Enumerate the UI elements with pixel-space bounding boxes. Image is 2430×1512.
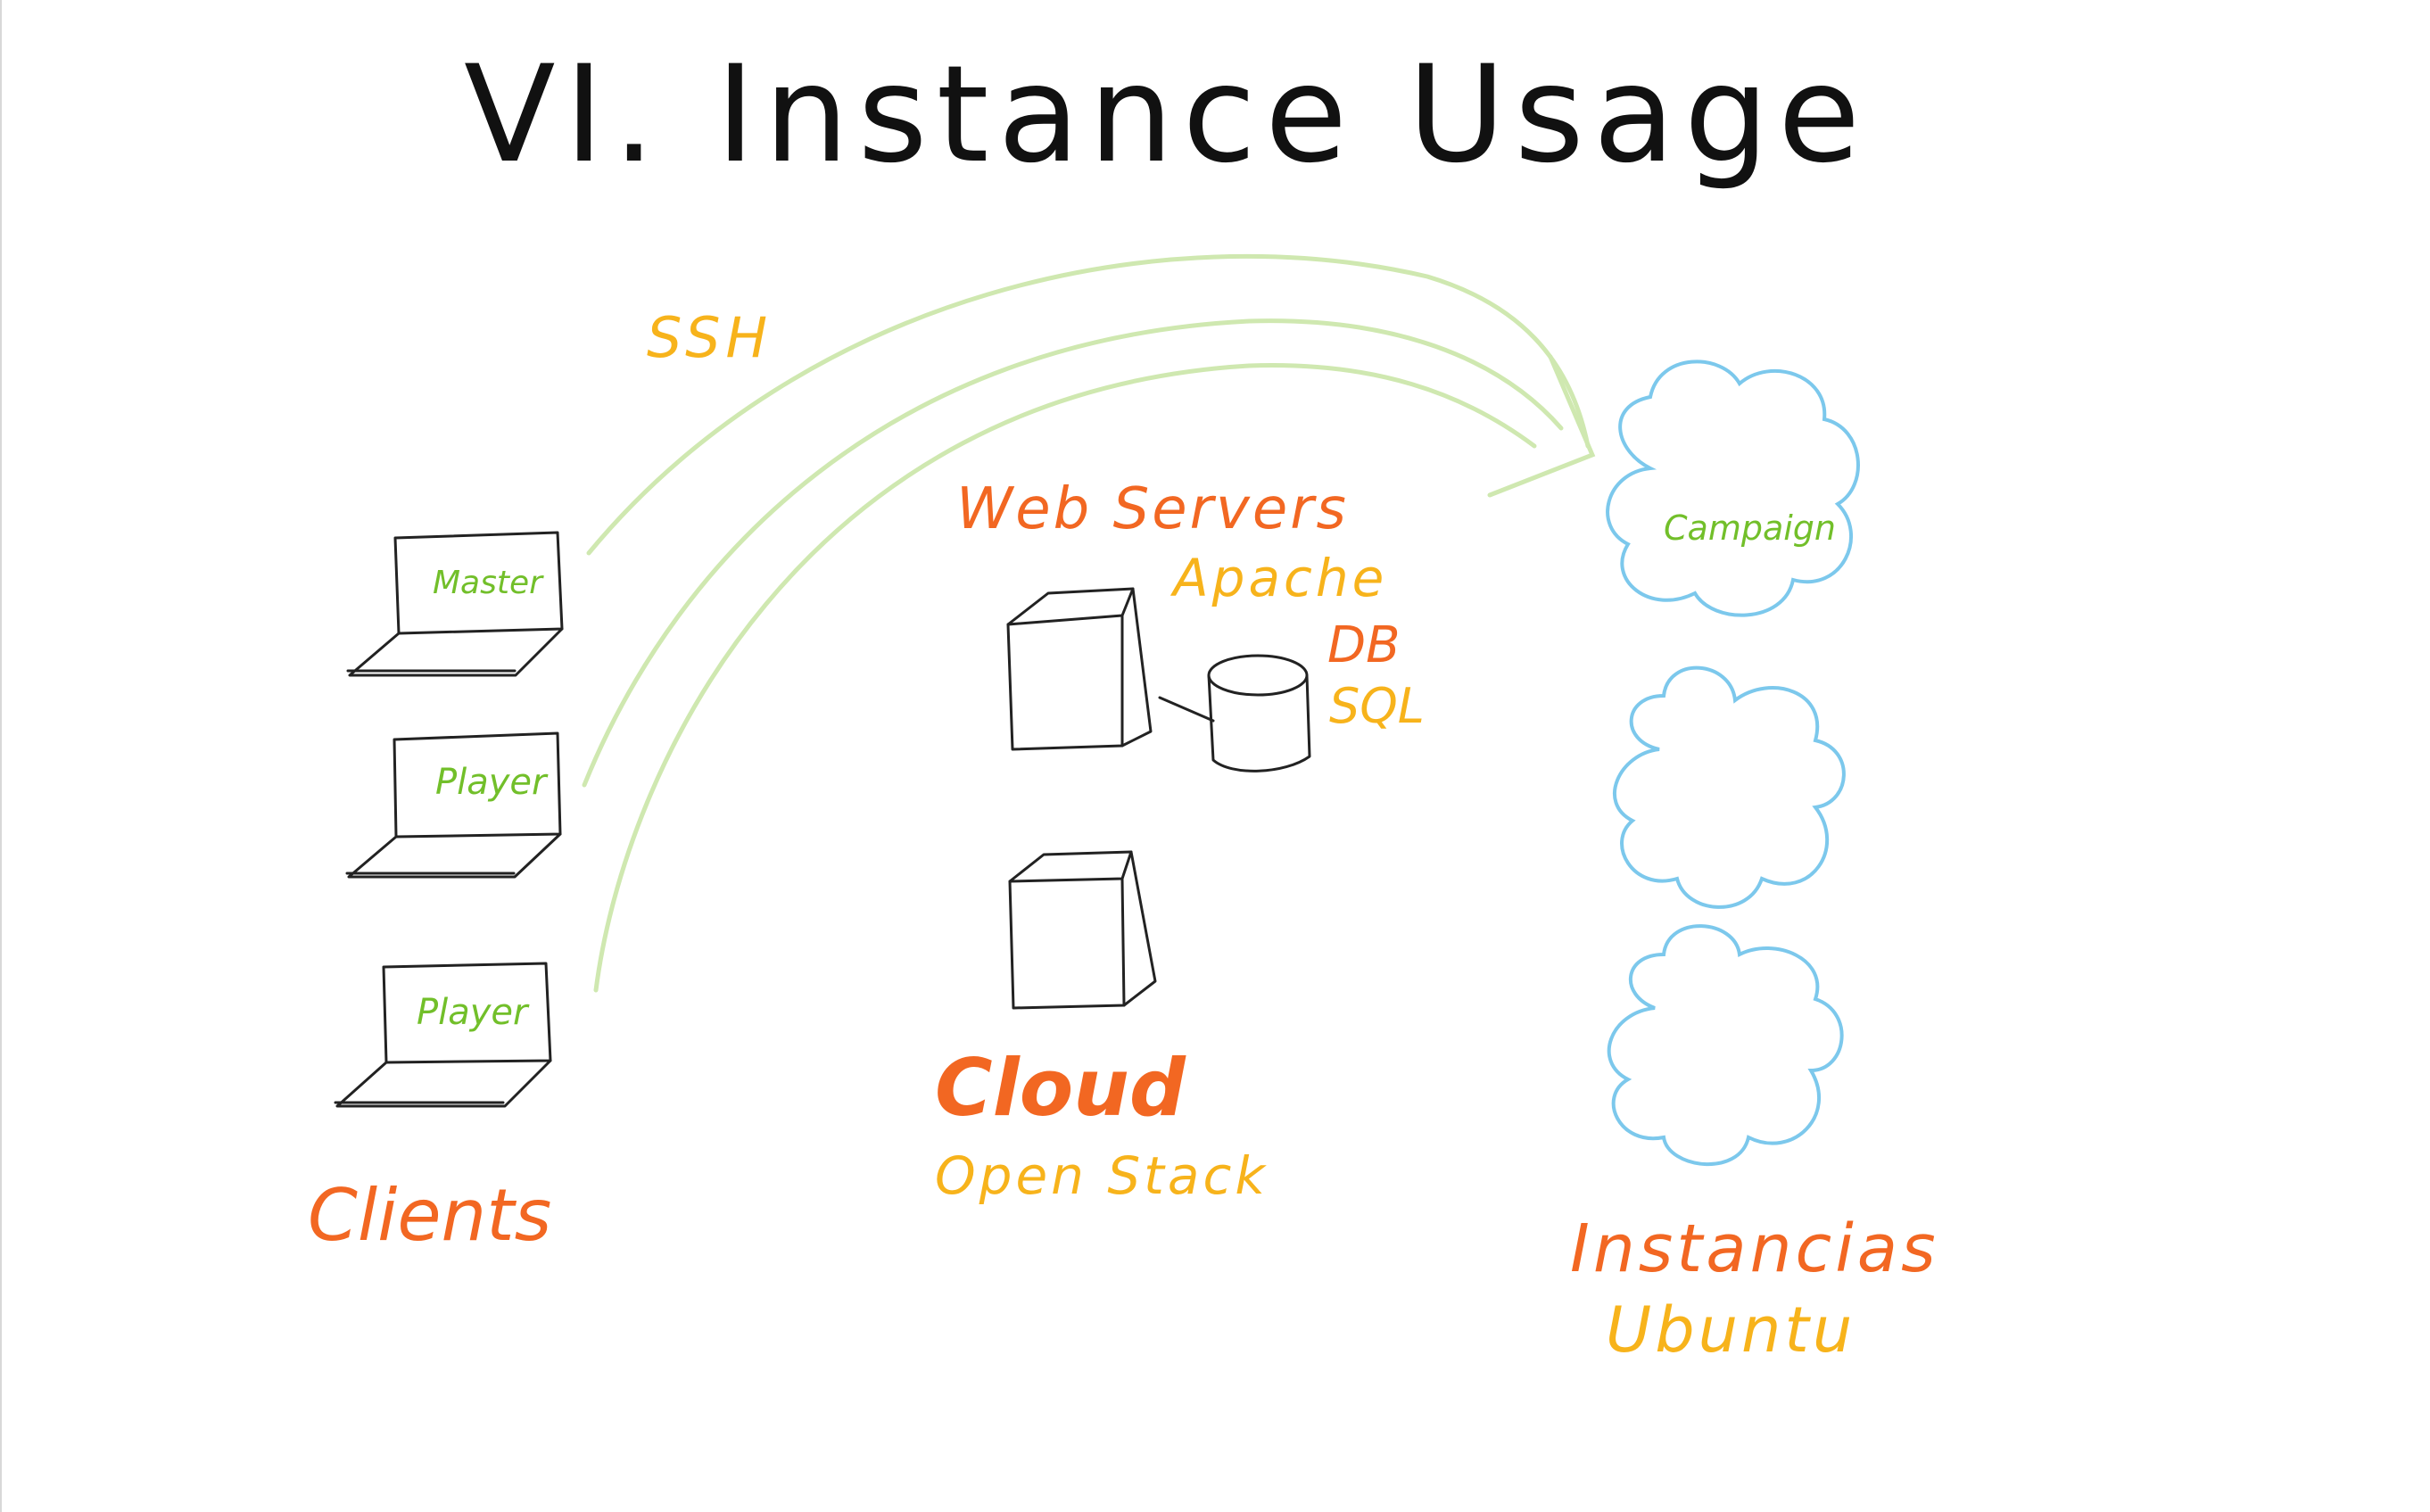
laptop-screen-label-player-1: Player [435, 762, 549, 803]
server-box-icon [1006, 587, 1153, 751]
server-db-link [1158, 696, 1215, 723]
cloud-icon [1613, 665, 1846, 909]
ssh-arc-player-1 [582, 318, 1564, 788]
openstack-label: Open Stack [935, 1145, 1269, 1206]
cloud-icon: Campaign [1606, 359, 1860, 617]
arrow-head [1487, 354, 1596, 498]
instancias-label: Instancias [1570, 1210, 1939, 1287]
laptop-icon: Player [345, 731, 562, 879]
diagram-title: VI. Instance Usage [464, 37, 1869, 193]
db-label: DB [1327, 616, 1401, 674]
ssh-arc-player-2 [593, 363, 1537, 993]
apache-label: Apache [1170, 548, 1387, 608]
ssh-label: SSH [647, 305, 773, 370]
laptop-screen-label-master: Master [433, 565, 544, 601]
laptop-icon: Master [346, 531, 564, 677]
ubuntu-label: Ubuntu [1606, 1293, 1856, 1367]
server-box-icon [1008, 850, 1157, 1010]
ssh-arc-master [586, 253, 1591, 556]
cloud-icon [1607, 924, 1844, 1167]
sql-label: SQL [1329, 678, 1425, 734]
cloud-label: Cloud [935, 1042, 1186, 1134]
laptop-icon: Player [334, 962, 552, 1108]
web-servers-label: Web Servers [956, 476, 1349, 542]
laptop-screen-label-player-2: Player [417, 992, 530, 1033]
page-edge [0, 0, 2, 1512]
cloud-label-campaign: Campaign [1664, 508, 1836, 548]
ssh-arrow [582, 253, 1596, 993]
clients-label: Clients [308, 1174, 551, 1257]
database-cylinder-icon [1207, 654, 1311, 773]
